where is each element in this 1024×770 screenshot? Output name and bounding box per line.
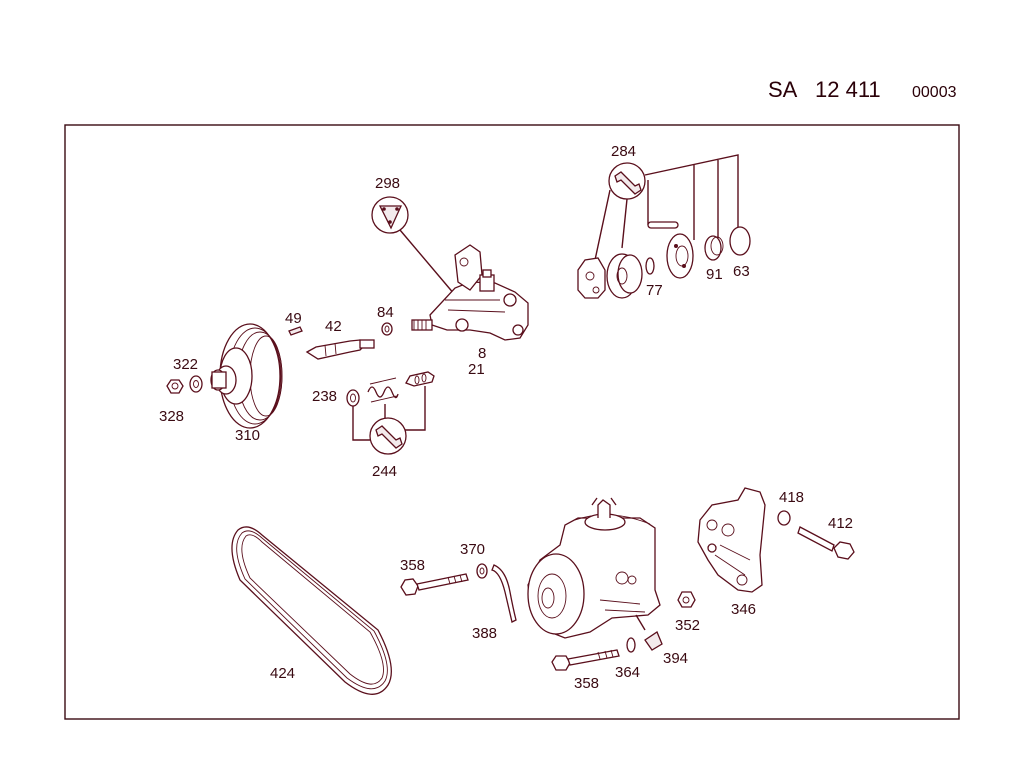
shaft-42 <box>305 339 375 360</box>
wrench-tool-icon <box>608 162 646 200</box>
key-49 <box>288 326 303 336</box>
callout-322: 322 <box>173 356 198 373</box>
washer-84 <box>381 322 393 336</box>
mounting-bracket-346 <box>697 487 766 593</box>
bolt-412 <box>797 526 855 560</box>
callout-42: 42 <box>325 318 342 335</box>
ring-77 <box>645 257 655 275</box>
callout-388: 388 <box>472 625 497 642</box>
bracket-388 <box>491 564 517 623</box>
bolt-358-upper <box>400 573 469 596</box>
rotor-part <box>606 253 643 299</box>
washer-370 <box>476 563 488 579</box>
callout-424: 424 <box>270 665 295 682</box>
callout-284: 284 <box>611 143 636 160</box>
callout-328: 328 <box>159 408 184 425</box>
valve-part <box>405 371 435 387</box>
callout-49: 49 <box>285 310 302 327</box>
pump-cover-part <box>577 257 606 299</box>
callout-244: 244 <box>372 463 397 480</box>
pin-part <box>647 221 679 229</box>
oring-63 <box>729 226 751 256</box>
pump-housing <box>411 244 529 341</box>
pulley-310 <box>210 323 283 429</box>
callout-358-lower: 358 <box>574 675 599 692</box>
callout-21: 21 <box>468 361 485 378</box>
callout-364: 364 <box>615 664 640 681</box>
header-number: 12 411 <box>815 77 881 102</box>
wrench-tool-icon <box>369 417 407 455</box>
seal-91 <box>704 235 724 261</box>
header-group: SA <box>768 77 798 102</box>
callout-310: 310 <box>235 427 260 444</box>
callout-84: 84 <box>377 304 394 321</box>
nut-328 <box>166 379 184 394</box>
callout-63: 63 <box>733 263 750 280</box>
washer-322 <box>189 375 203 393</box>
clip-394 <box>644 631 663 651</box>
header-sheet: 00003 <box>912 84 957 101</box>
callout-238: 238 <box>312 388 337 405</box>
callout-394: 394 <box>663 650 688 667</box>
callout-346: 346 <box>731 601 756 618</box>
callout-8: 8 <box>478 345 486 362</box>
callout-298: 298 <box>375 175 400 192</box>
callout-91: 91 <box>706 266 723 283</box>
callout-77: 77 <box>646 282 663 299</box>
plate-part <box>666 233 694 279</box>
washer-418 <box>777 510 791 526</box>
diagram-frame <box>64 124 960 720</box>
seal-238 <box>346 389 360 407</box>
power-steering-pump <box>527 497 661 639</box>
nut-352 <box>677 591 696 608</box>
spring-part <box>367 377 399 403</box>
triangle-tool-icon <box>371 196 409 234</box>
callout-370: 370 <box>460 541 485 558</box>
callout-412: 412 <box>828 515 853 532</box>
spacer-364 <box>626 637 636 653</box>
belt-424 <box>231 526 392 695</box>
callout-418: 418 <box>779 489 804 506</box>
callout-358-upper: 358 <box>400 557 425 574</box>
callout-352: 352 <box>675 617 700 634</box>
bolt-358-lower <box>551 649 620 671</box>
